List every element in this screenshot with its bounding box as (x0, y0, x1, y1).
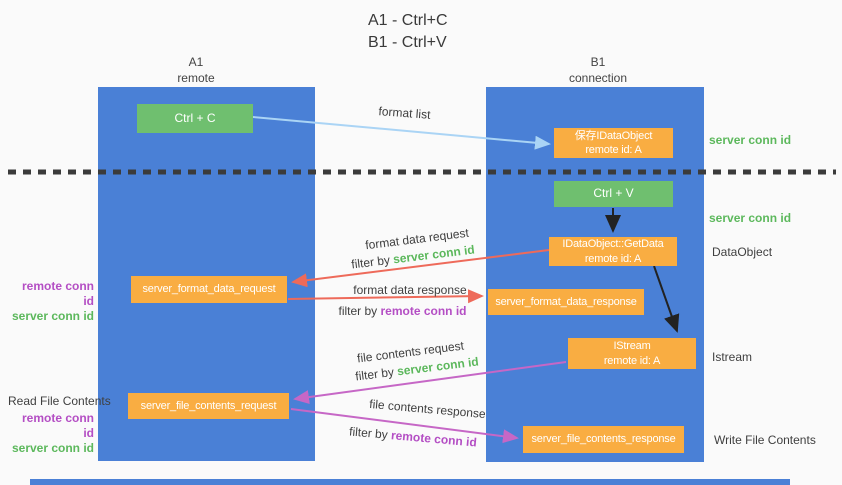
ctrl-v-label: Ctrl + V (593, 186, 634, 201)
lane-b1-subtitle: connection (568, 70, 628, 85)
server-format-data-request-label: server_format_data_request (142, 283, 276, 296)
server-conn-id-top-label: server conn id (709, 133, 792, 147)
istream-side-label: Istream (712, 350, 753, 364)
file-response-filter-key: remote conn id (390, 428, 478, 450)
title-line-1: A1 - Ctrl+C (368, 12, 448, 29)
format-data-response-arrow-label: format data response (353, 283, 467, 297)
ctrl-c-label: Ctrl + C (174, 110, 216, 125)
ctrl-c-node: Ctrl + C (137, 104, 253, 133)
file-remote-conn-id-label: remote conn id (21, 411, 94, 440)
istream-line1: IStream (613, 340, 651, 353)
bottom-bar (30, 479, 790, 485)
lane-b1-header: B1 connection (548, 55, 648, 86)
lane-a1-subtitle: remote (177, 70, 215, 85)
file-contents-response-arrow-label: file contents response (368, 396, 487, 422)
format-request-filter-prefix: filter by (350, 252, 394, 272)
format-server-conn-id-label: server conn id (11, 309, 94, 323)
format-remote-conn-id-label: remote conn id (21, 279, 94, 308)
format-response-filter-key: remote conn id (380, 304, 467, 318)
dataobject-label: DataObject (712, 245, 773, 259)
istream-line2: remote id: A (603, 354, 661, 367)
format-conn-id-block: remote conn id server conn id (10, 279, 94, 324)
server-format-data-response-label: server_format_data_response (495, 295, 637, 308)
istream-node: IStream remote id: A (568, 338, 696, 369)
save-dataobject-line1: 保存IDataObject (574, 129, 653, 142)
file-contents-response-filter-label: filter by remote conn id (338, 423, 489, 450)
getdata-line2: remote id: A (584, 252, 642, 265)
server-conn-id-mid-label: server conn id (709, 211, 792, 225)
file-request-filter-prefix: filter by (354, 364, 398, 384)
server-format-data-request-node: server_format_data_request (131, 276, 287, 303)
lane-a1-header: A1 remote (146, 55, 246, 86)
format-data-response-filter-label: filter by remote conn id (330, 304, 475, 318)
getdata-node: IDataObject::GetData remote id: A (549, 237, 677, 266)
title-line-2: B1 - Ctrl+V (368, 33, 447, 51)
save-dataobject-line2: remote id: A (585, 144, 642, 156)
ctrl-v-node: Ctrl + V (554, 181, 673, 207)
file-conn-id-block: remote conn id server conn id (10, 411, 94, 456)
server-file-contents-response-label: server_file_contents_response (531, 433, 676, 446)
getdata-line1: IDataObject::GetData (562, 238, 664, 251)
file-server-conn-id-label: server conn id (11, 441, 94, 455)
save-dataobject-node: 保存IDataObject remote id: A (554, 128, 673, 158)
format-response-filter-prefix: filter by (338, 304, 381, 318)
server-file-contents-request-node: server_file_contents_request (128, 393, 289, 419)
read-file-contents-label: Read File Contents (8, 394, 111, 408)
format-list-arrow-label: format list (378, 104, 431, 122)
lane-b1-name: B1 (590, 55, 606, 69)
server-file-contents-response-node: server_file_contents_response (523, 426, 684, 453)
diagram-title: A1 - Ctrl+C B1 - Ctrl+V (368, 10, 448, 53)
server-file-contents-request-label: server_file_contents_request (140, 399, 277, 412)
server-format-data-response-node: server_format_data_response (488, 289, 644, 315)
file-response-filter-prefix: filter by (348, 424, 392, 443)
lane-a1-name: A1 (188, 55, 204, 69)
write-file-contents-label: Write File Contents (714, 433, 816, 447)
